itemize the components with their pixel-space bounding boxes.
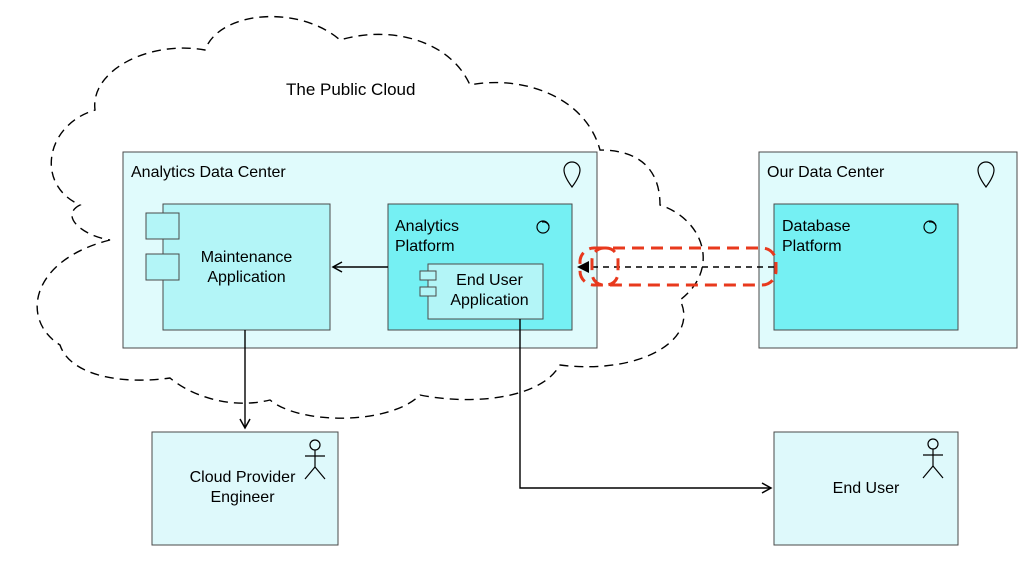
end-user-application-line1: End User — [456, 272, 523, 289]
component-icon — [419, 270, 437, 281]
maintenance-application-line1: Maintenance — [200, 249, 293, 266]
system-software-icon — [923, 220, 937, 234]
analytics-platform-line2: Platform — [395, 238, 455, 255]
our-data-center-title: Our Data Center — [767, 164, 885, 181]
end-user-label: End User — [832, 480, 900, 497]
database-platform-line1: Database — [782, 218, 851, 235]
component-icon — [145, 253, 180, 281]
analytics-platform-label: Analytics Platform — [395, 217, 459, 257]
maintenance-application[interactable] — [162, 203, 331, 331]
component-icon — [419, 286, 437, 297]
public-cloud-label: The Public Cloud — [286, 80, 416, 99]
highlight-dashed-flow — [578, 246, 778, 287]
public-cloud-shape — [36, 15, 704, 419]
database-platform[interactable] — [773, 203, 959, 331]
actor-stick-figure-icon — [922, 438, 944, 479]
analytics-data-center-title: Analytics Data Center — [131, 164, 286, 181]
database-platform-line2: Platform — [782, 238, 842, 255]
end-user-actor[interactable] — [773, 431, 959, 546]
maintenance-application-label: Maintenance Application — [163, 248, 330, 288]
flow-application-to-end-user — [519, 319, 773, 494]
component-icon — [145, 212, 180, 240]
database-platform-label: Database Platform — [782, 217, 851, 257]
cloud-provider-engineer[interactable] — [151, 431, 339, 546]
location-pin-icon — [563, 161, 581, 189]
end-user-application-label: End User Application — [436, 271, 543, 311]
cloud-provider-engineer-line1: Cloud Provider — [189, 469, 296, 486]
maintenance-application-line2: Application — [207, 269, 286, 286]
actor-stick-figure-icon — [304, 439, 326, 480]
system-software-icon — [536, 220, 550, 234]
end-user-application-line2: Application — [450, 292, 529, 309]
cloud-provider-engineer-line2: Engineer — [210, 489, 275, 506]
analytics-platform-line1: Analytics — [395, 218, 460, 235]
cloud-provider-engineer-label: Cloud Provider Engineer — [160, 468, 325, 508]
location-pin-icon — [977, 161, 995, 189]
